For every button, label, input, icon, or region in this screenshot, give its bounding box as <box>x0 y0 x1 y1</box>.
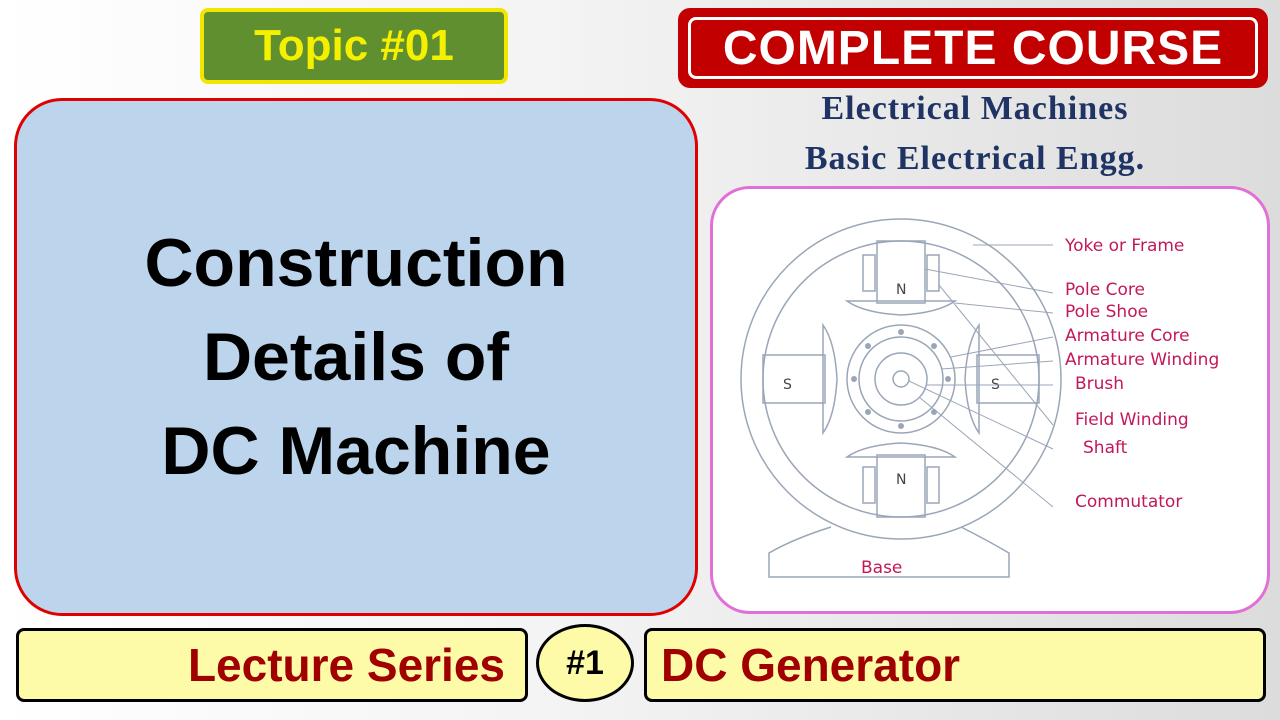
lecture-number: #1 <box>566 643 604 682</box>
yoke-outer <box>740 218 1062 540</box>
pole-core-bottom <box>876 454 926 518</box>
pole-mark-bottom: N <box>896 472 906 488</box>
topic-label: Topic #01 <box>254 21 454 70</box>
field-winding-2 <box>926 254 940 292</box>
pole-mark-top: N <box>896 282 906 298</box>
field-winding-3 <box>862 466 876 504</box>
label-commutator: Commutator <box>1075 492 1182 512</box>
shaft <box>892 370 910 388</box>
pole-shoe-right <box>964 322 980 436</box>
label-brush: Brush <box>1075 374 1124 394</box>
lecture-series-box: Lecture Series <box>16 628 528 702</box>
main-title-box: Construction Details of DC Machine <box>14 98 698 616</box>
armature-core <box>846 324 956 434</box>
label-field-winding: Field Winding <box>1075 410 1189 430</box>
main-title-line-2: Details of <box>202 319 510 395</box>
label-yoke: Yoke or Frame <box>1064 236 1184 256</box>
label-pole-core: Pole Core <box>1065 280 1145 300</box>
pole-shoe-left <box>822 322 838 436</box>
main-title-line-3: DC Machine <box>161 413 551 489</box>
course-banner: COMPLETE COURSE <box>678 8 1268 88</box>
commutator <box>874 352 928 406</box>
pole-core-right <box>976 354 1040 404</box>
course-subtitle-1: Electrical Machines <box>821 90 1129 127</box>
pole-core-left <box>762 354 826 404</box>
course-title: COMPLETE COURSE <box>688 17 1258 79</box>
field-winding-1 <box>862 254 876 292</box>
label-base: Base <box>861 558 902 578</box>
label-armature-winding: Armature Winding <box>1065 350 1219 370</box>
lecture-number-badge: #1 <box>536 624 634 702</box>
armature-teeth <box>858 336 944 422</box>
topic-badge: Topic #01 <box>200 8 508 84</box>
subject-box: DC Generator <box>644 628 1266 702</box>
subject-label: DC Generator <box>661 639 961 691</box>
pole-core-top <box>876 240 926 304</box>
base-outline <box>768 526 1010 578</box>
label-armature-core: Armature Core <box>1065 326 1190 346</box>
pole-shoe-top <box>844 300 958 316</box>
main-title-line-1: Construction <box>144 225 568 301</box>
lecture-series-label: Lecture Series <box>187 639 505 691</box>
pole-mark-left: S <box>783 377 792 393</box>
label-pole-shoe: Pole Shoe <box>1065 302 1148 322</box>
dc-machine-sketch: N N S S Yoke or Frame Pole Core Pole Sho… <box>740 218 1219 578</box>
pole-shoe-bottom <box>844 442 958 458</box>
label-shaft: Shaft <box>1083 438 1128 458</box>
dc-machine-diagram: N N S S Yoke or Frame Pole Core Pole Sho… <box>710 186 1270 614</box>
field-winding-4 <box>926 466 940 504</box>
course-subtitle-2: Basic Electrical Engg. <box>804 140 1146 177</box>
